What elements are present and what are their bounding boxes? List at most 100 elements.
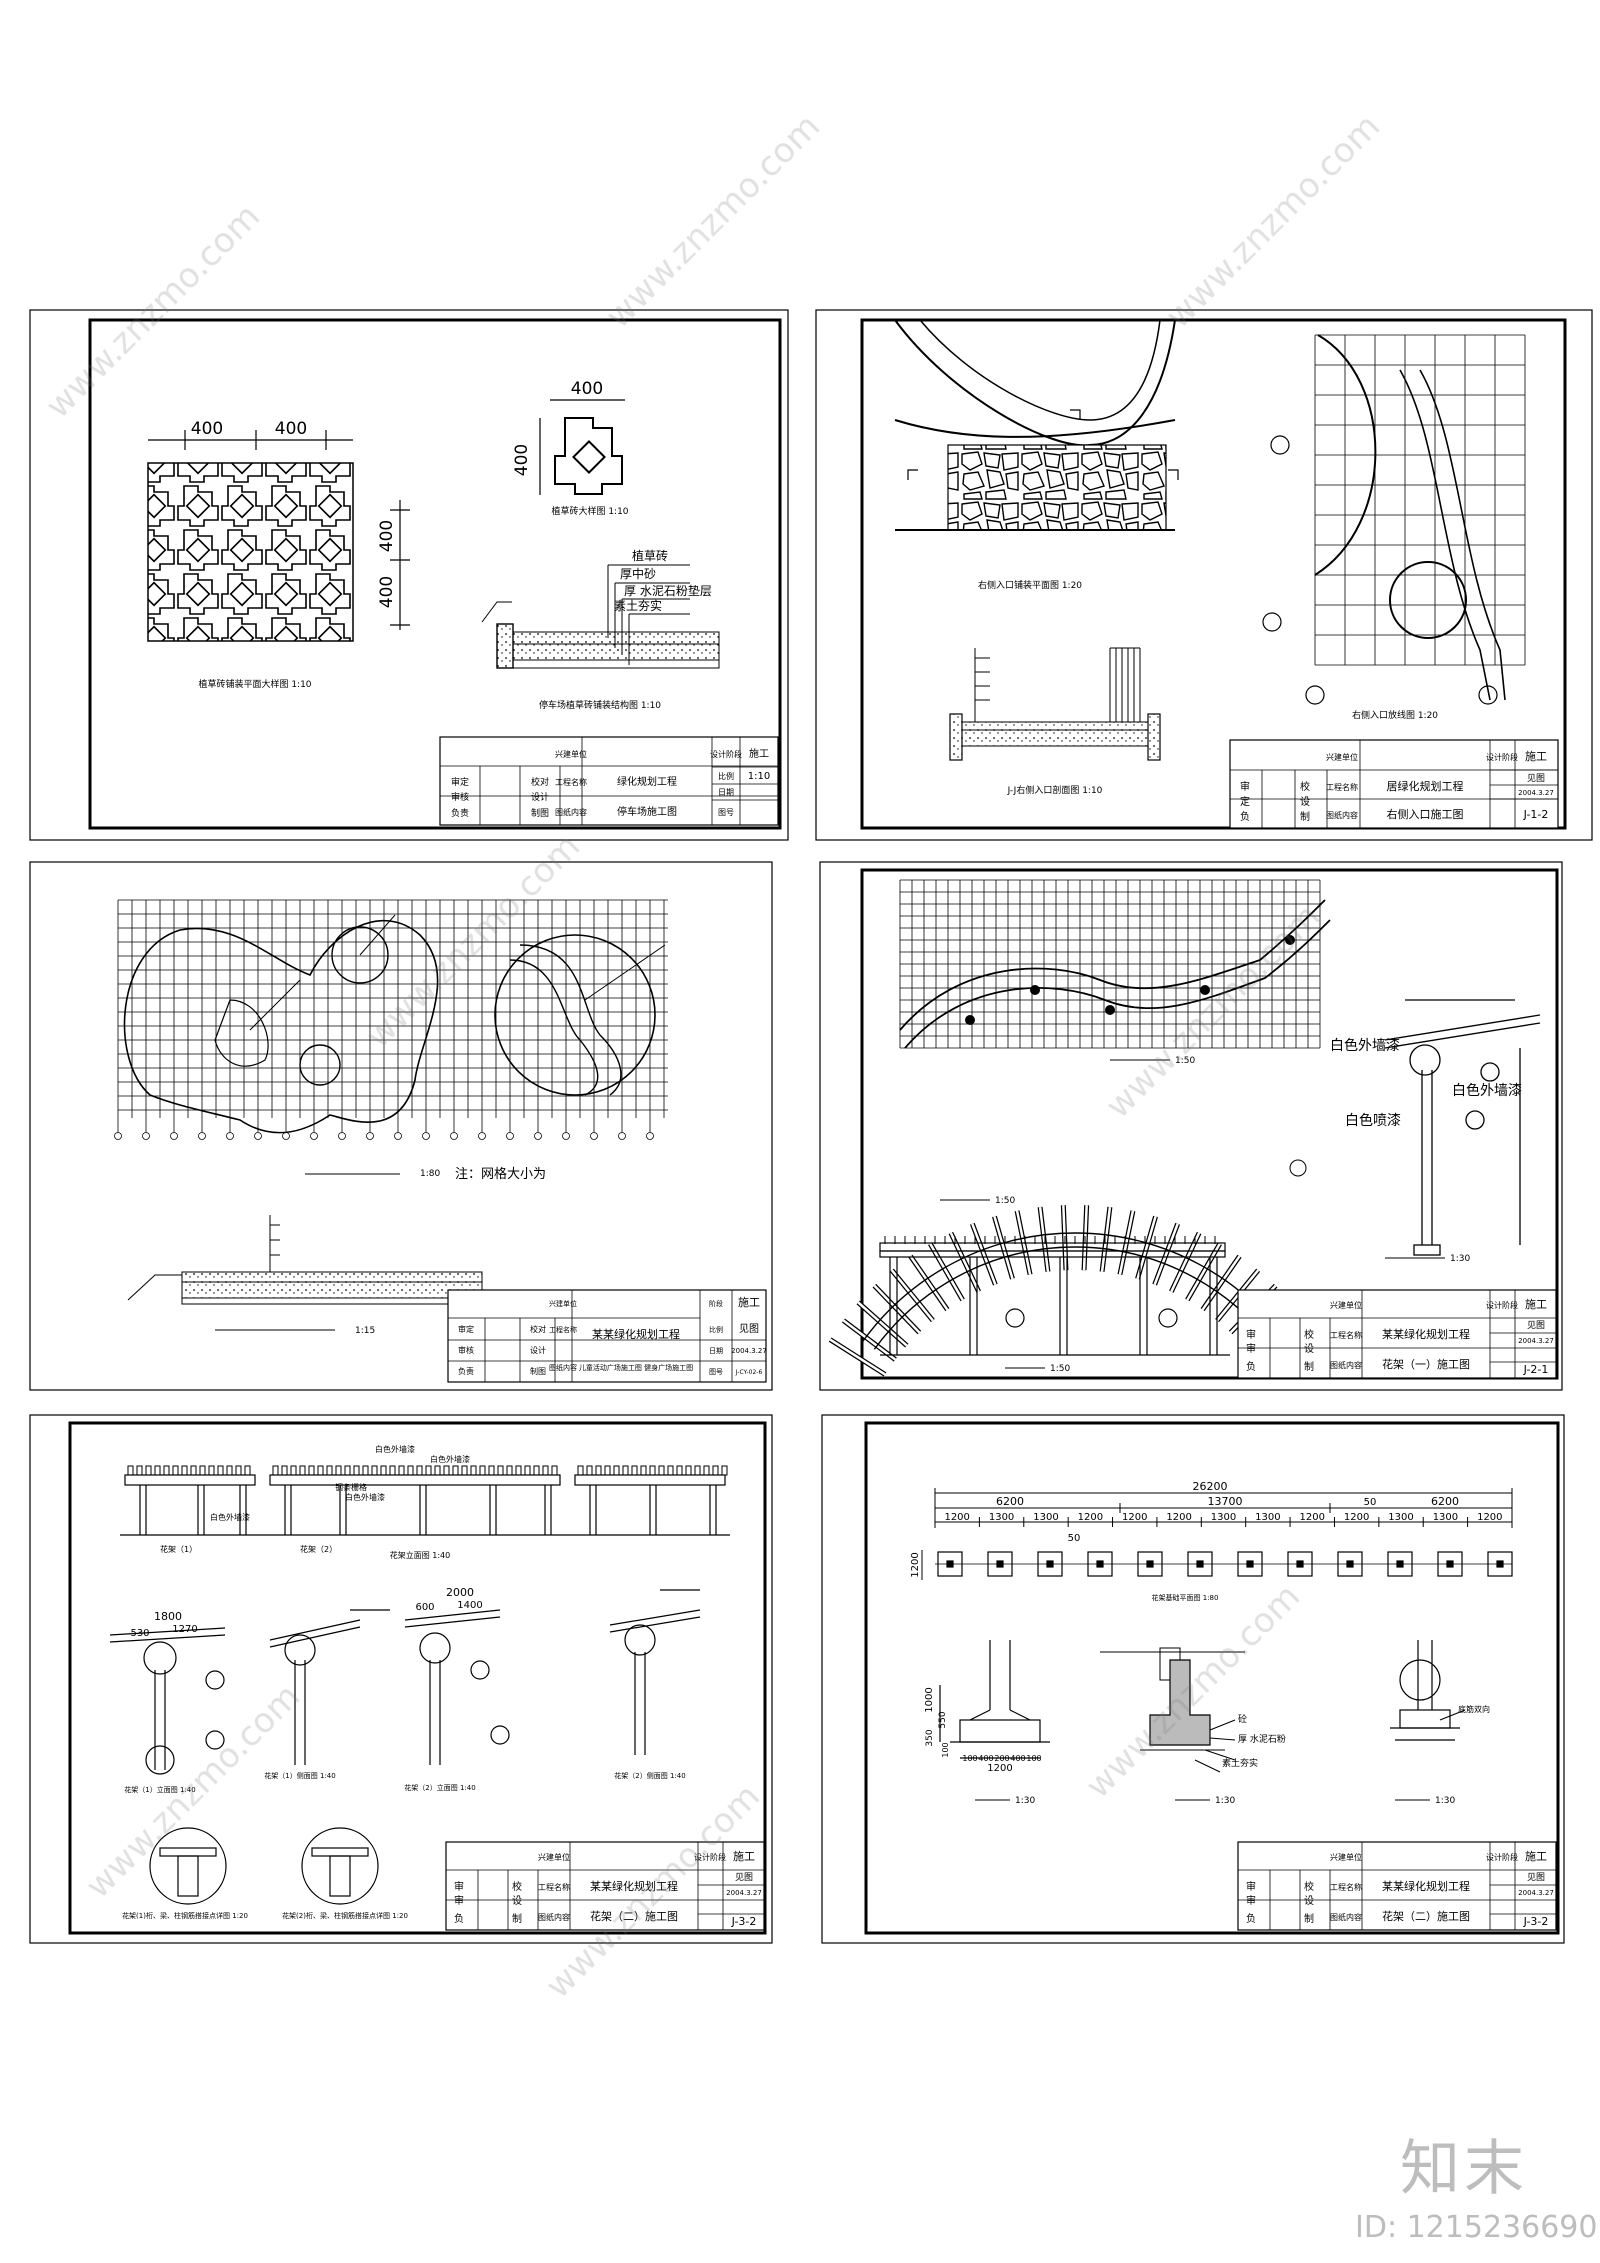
tb3-c2: 设计	[530, 1345, 546, 1355]
v4-label: 花架（2）侧面图 1:40	[614, 1771, 685, 1780]
material-4: 底筋双向	[1458, 1704, 1490, 1714]
label-scale-d: 1:30	[1450, 1254, 1470, 1264]
tb3-scale-val: 见图	[739, 1323, 759, 1335]
tb5-c2: 设	[512, 1895, 522, 1907]
title-block-2: 审 定 负 校 设 制 兴建单位 工程名称 图纸内容 居绿化规划工程 右侧入口施…	[1229, 739, 1559, 829]
bay-dim-0: 1200	[944, 1512, 969, 1523]
title-block-6: 审 审 负 校 设 制 兴建单位 工程名称 图纸内容 某某绿化规划工程 花架（二…	[1237, 1841, 1557, 1931]
dim5-1270: 1270	[172, 1624, 197, 1635]
bay-dim-5: 1200	[1166, 1512, 1191, 1523]
steel-grid-label: 钢条栅格	[335, 1482, 367, 1492]
paint5-4: 白色外墙漆	[345, 1492, 385, 1502]
d1-label: 花架(1)桁、梁、柱钢筋搭接点详图 1:20	[122, 1911, 248, 1920]
tb1-no: 图号	[718, 808, 734, 817]
frame-2-label: 花架（2）	[300, 1544, 337, 1554]
dim6-left: 6200	[996, 1495, 1024, 1508]
dim5-1800: 1800	[154, 1610, 182, 1623]
dim6-height: 1200	[910, 1552, 921, 1577]
plaza-grid	[114, 899, 668, 1140]
bay-dim-10: 1300	[1388, 1512, 1413, 1523]
tb3-r1: 审定	[458, 1324, 474, 1334]
bay-dim-3: 1200	[1078, 1512, 1103, 1523]
paint5-2: 白色外墙漆	[430, 1454, 470, 1464]
label-section: J-J右侧入口剖面图 1:10	[1007, 784, 1103, 796]
dim-400-e: 400	[571, 379, 603, 399]
tb6-stage: 设计阶段	[1486, 1852, 1518, 1862]
tb5-stage: 设计阶段	[694, 1852, 726, 1862]
f1-scale: 1:30	[1015, 1796, 1035, 1806]
tb3-r2: 审核	[458, 1345, 474, 1355]
label-grid-note: 注：网格大小为	[455, 1166, 546, 1182]
tb5-r3: 负	[454, 1912, 464, 1925]
label-scale-b: 1:50	[995, 1196, 1015, 1206]
tb4-r1: 审	[1246, 1328, 1256, 1341]
layer-4: 素土夯实	[614, 598, 662, 613]
sheet-5-pergola-two-elevations: 白色外墙漆 白色外墙漆 白色外墙漆 白色外墙漆 钢条栅格 花架（1） 花架（2）…	[29, 1414, 773, 1944]
tb1-r3: 负责	[451, 807, 469, 819]
dim6-mid: 13700	[1208, 1495, 1243, 1508]
v1-label: 花架（1）立面图 1:40	[124, 1785, 195, 1794]
dim-400-b: 400	[275, 419, 307, 439]
tb2-r1b: 定	[1240, 795, 1250, 808]
label-paving-plan: 右侧入口铺装平面图 1:20	[978, 579, 1082, 591]
sheet-3-plaza-grid: 1:80 注：网格大小为 1:15 审定 审核 负责 校对 设计 制图 兴建单位…	[29, 861, 773, 1391]
tb1-proj-label: 工程名称	[555, 777, 587, 787]
tb4-proj-label: 工程名称	[1330, 1330, 1362, 1340]
f2-scale: 1:30	[1215, 1796, 1235, 1806]
sheet-2-right-entrance: 右侧入口铺装平面图 1:20 J-J右侧入口剖面图 1:10 右侧入口放线图 1…	[815, 309, 1593, 841]
tb6-stage-val: 施工	[1525, 1850, 1547, 1863]
tb5-content: 花架（二）施工图	[590, 1910, 678, 1923]
label-scale-main: 1:80	[420, 1169, 440, 1179]
v2-label: 花架（1）侧面图 1:40	[264, 1771, 335, 1780]
f-h4: 100	[941, 1742, 950, 1757]
tb1-stage: 设计阶段	[710, 749, 742, 759]
tb4-stage: 设计阶段	[1486, 1300, 1518, 1310]
tb6-r1: 审	[1246, 1880, 1256, 1893]
tb2-unit: 兴建单位	[1326, 752, 1358, 762]
dim6-total: 26200	[1193, 1480, 1228, 1493]
tb4-r3: 负	[1246, 1360, 1256, 1373]
tb2-c1: 校	[1300, 780, 1310, 793]
sheet-4-pergola-one: 1:50 1:50 1:50 白色外墙漆	[819, 861, 1563, 1391]
tb1-stage-val: 施工	[749, 747, 769, 760]
tb3-c3: 制图	[530, 1366, 546, 1376]
foundation-plan-label: 花架基础平面图 1:80	[1152, 1593, 1219, 1602]
tb4-date-val: 2004.3.27	[1518, 1337, 1554, 1345]
label-scale-c: 1:50	[1050, 1364, 1070, 1374]
tb1-content-label: 图纸内容	[555, 807, 587, 817]
tb3-content: 儿童活动广场施工图 健身广场施工图	[579, 1363, 693, 1372]
paint5-3: 白色外墙漆	[210, 1512, 250, 1522]
tb5-date-val: 2004.3.27	[726, 1889, 762, 1897]
tb5-project: 某某绿化规划工程	[590, 1879, 678, 1893]
bay-dim-2: 1300	[1033, 1512, 1058, 1523]
tb5-proj-label: 工程名称	[538, 1882, 570, 1892]
tb4-r2: 审	[1246, 1342, 1256, 1355]
label-paver-detail: 植草砖大样图 1:10	[551, 505, 628, 517]
tb3-date: 日期	[709, 1347, 723, 1355]
label-parking-section: 停车场植草砖铺装结构图 1:10	[539, 699, 661, 711]
title-block-5: 审 审 负 校 设 制 兴建单位 工程名称 图纸内容 某某绿化规划工程 花架（二…	[445, 1841, 765, 1931]
dim5-1400: 1400	[457, 1600, 482, 1611]
tb6-c2: 设	[1304, 1895, 1314, 1907]
label-layout-plan: 右侧入口放线图 1:20	[1352, 709, 1438, 721]
dim-400-c: 400	[377, 520, 397, 552]
v3-label: 花架（2）立面图 1:40	[404, 1783, 475, 1792]
tb2-scale-val: 见图	[1527, 773, 1545, 784]
tb6-content-label: 图纸内容	[1330, 1912, 1362, 1922]
frame-1-label: 花架（1）	[160, 1544, 197, 1554]
tb3-date-val: 2004.3.27	[731, 1347, 767, 1355]
dim-400-d: 400	[377, 576, 397, 608]
tb3-stage-val: 施工	[738, 1296, 760, 1309]
tb4-content-label: 图纸内容	[1330, 1360, 1362, 1370]
entrance-layout-grid	[1314, 334, 1526, 666]
tb1-c1: 校对	[531, 776, 549, 788]
tb2-c2: 设	[1300, 796, 1310, 808]
dim6-gap2: 50	[1364, 1497, 1377, 1508]
tb6-content: 花架（二）施工图	[1382, 1910, 1470, 1923]
f-total: 1200	[987, 1763, 1012, 1774]
label-scale-a: 1:50	[1175, 1056, 1195, 1066]
paint5-1: 白色外墙漆	[375, 1444, 415, 1454]
title-block-4: 审 审 负 校 设 制 兴建单位 工程名称 图纸内容 某某绿化规划工程 花架（一…	[1237, 1289, 1557, 1379]
tb3-c1: 校对	[530, 1324, 546, 1334]
